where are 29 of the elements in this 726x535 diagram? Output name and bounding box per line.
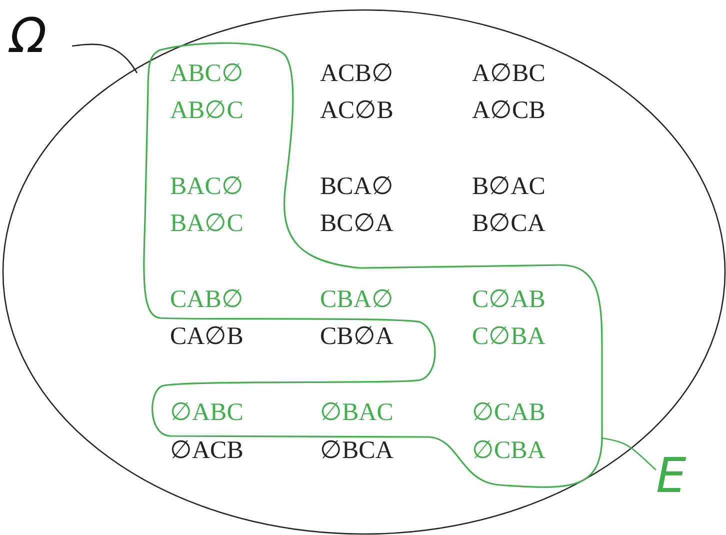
outcome-label: BA∅C [170,209,270,239]
outcome-label: BC∅A [320,209,420,239]
outcome-label: BCA∅ [320,172,420,202]
outcome-label: A∅CB [472,96,572,126]
outcome-label: CB∅A [320,322,420,352]
outcome-label: ∅ABC [170,398,270,428]
outcome-label: ∅BAC [320,398,420,428]
outcome-label: AB∅C [170,96,270,126]
event-label: E [656,448,700,508]
outcome-label: A∅BC [472,59,572,89]
outcome-label: B∅CA [472,209,572,239]
outcome-label: AC∅B [320,96,420,126]
outcome-label: ∅BCA [320,436,420,466]
outcome-label: BAC∅ [170,172,270,202]
outcome-label: C∅BA [472,322,572,352]
outcome-label: ∅CBA [472,436,572,466]
outcome-label: ∅CAB [472,398,572,428]
outcome-label: CA∅B [170,322,270,352]
outcome-label: ABC∅ [170,59,270,89]
outcome-label: ∅ACB [170,436,270,466]
outcome-label: C∅AB [472,285,572,315]
outcome-label: ACB∅ [320,59,420,89]
outcome-label: B∅AC [472,172,572,202]
outcome-label: CBA∅ [320,285,420,315]
sample-space-ellipse [3,10,725,534]
sample-space-label: Ω [10,8,72,68]
leader-line [72,44,138,74]
leader-line [600,437,656,470]
outcome-label: CAB∅ [170,285,270,315]
